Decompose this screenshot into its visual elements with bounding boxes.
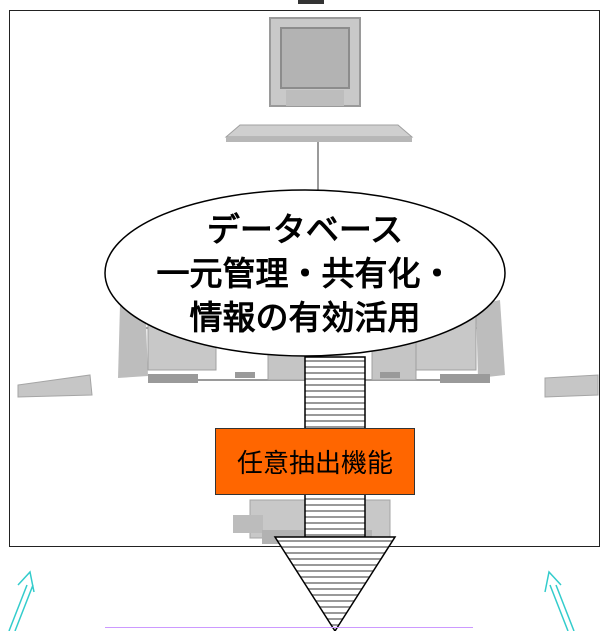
monitor-icon — [269, 17, 361, 107]
ellipse-line-2: 一元管理・共有化・ — [156, 254, 454, 293]
function-box-label: 任意抽出機能 — [236, 449, 393, 479]
ellipse-line-3: 情報の有効活用 — [189, 298, 421, 337]
up-arrow-icon — [544, 570, 575, 631]
function-box: 任意抽出機能 — [215, 428, 415, 495]
underline — [105, 627, 473, 628]
up-arrow-icon — [8, 570, 35, 631]
top-tab — [298, 0, 324, 4]
database-ellipse — [104, 189, 506, 357]
ellipse-line-1: データベース — [206, 210, 404, 249]
keyboard-icon — [224, 124, 414, 142]
ellipse-label: データベース 一元管理・共有化・ 情報の有効活用 — [105, 189, 505, 359]
